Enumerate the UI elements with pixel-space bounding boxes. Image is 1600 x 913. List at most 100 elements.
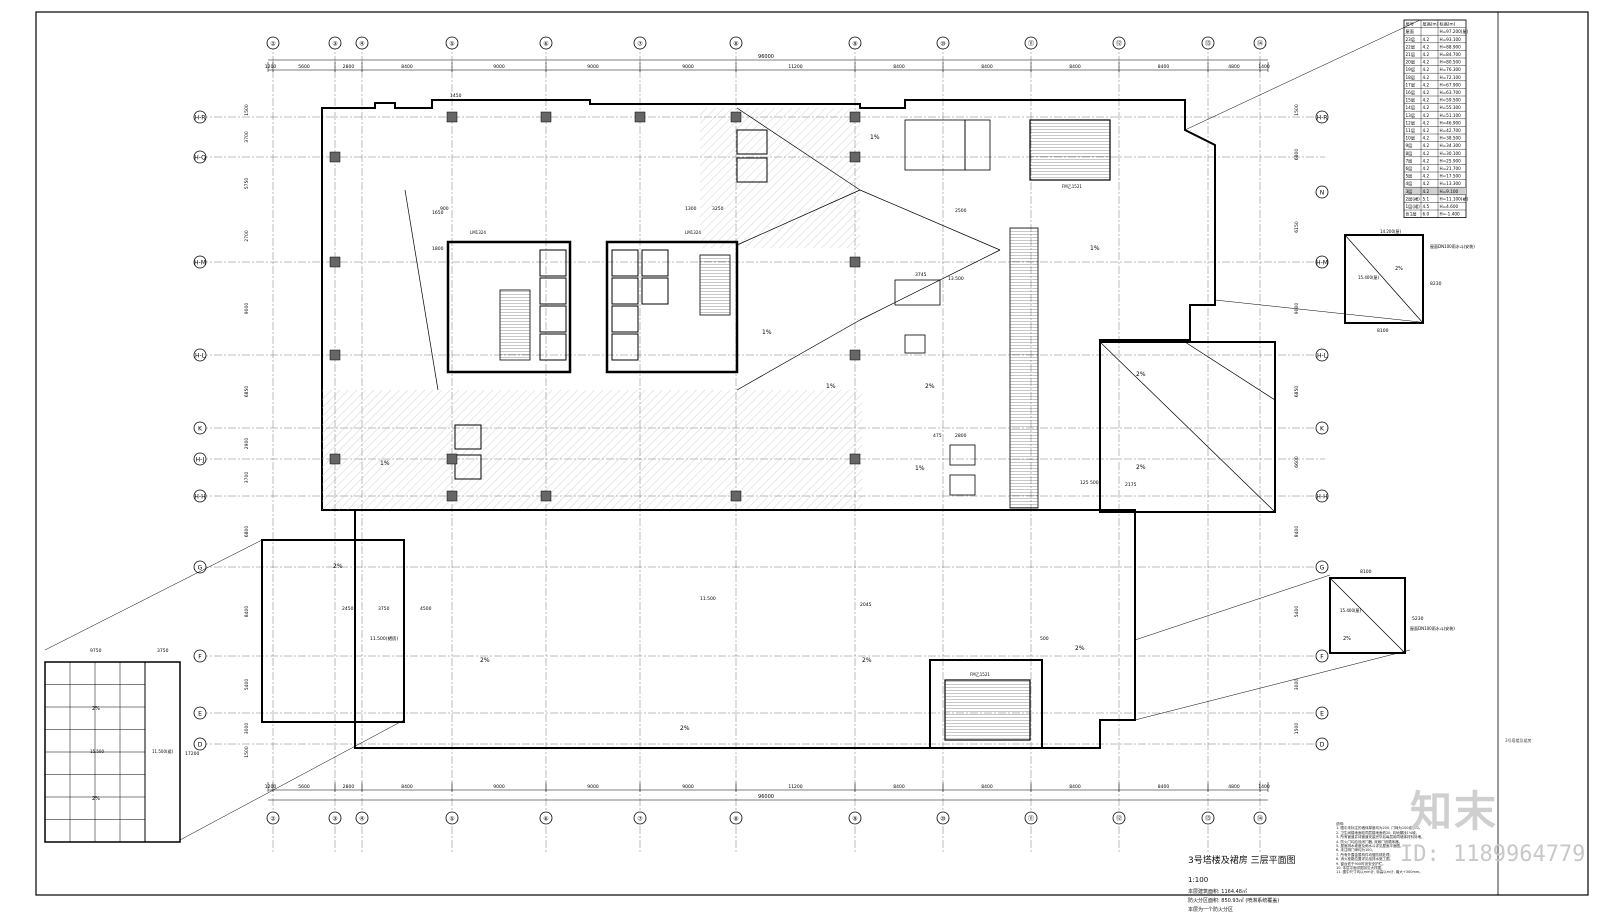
axis-bubble-top: ⑨ (848, 36, 862, 50)
right-rooms (894, 119, 991, 496)
span-dimension: 8400 (981, 784, 993, 790)
axis-bubble-right: K (1315, 421, 1329, 435)
table-cell: 屋面 (1406, 29, 1414, 35)
svg-text:1%: 1% (762, 329, 772, 336)
axis-bubble-bottom: ⑨ (848, 811, 862, 825)
door-label-lm1: LM1324 (470, 230, 486, 235)
table-cell: H=13.300 (1440, 181, 1462, 186)
table-cell: 4.2 (1423, 113, 1430, 118)
table-cell: H=76.300 (1440, 67, 1462, 72)
svg-text:2%: 2% (1136, 464, 1146, 471)
axis-label: H-L (195, 353, 206, 360)
table-cell: H=11.100(裙) (1440, 195, 1469, 202)
table-cell: 4.2 (1423, 174, 1430, 179)
span-dimension: 8400 (1069, 64, 1081, 70)
svg-text:125 500: 125 500 (1080, 480, 1099, 486)
svg-text:1%: 1% (1090, 245, 1100, 252)
svg-text:2500: 2500 (955, 208, 967, 214)
axis-label: ⑧ (733, 816, 738, 823)
overall-dimension-bottom: 96000 (758, 794, 774, 800)
span-dimension: 1500 (1294, 723, 1300, 735)
note-line: 11. 图中尺寸均以mm计, 标高以m计, 最大+300mm。 (1336, 870, 1423, 875)
span-dimension: 2900 (244, 438, 250, 450)
note-line: 8. 消火栓箱位置详见给排水施工图。 (1336, 857, 1393, 862)
axis-bubble-bottom: ④ (355, 811, 369, 825)
watermark-brand: 知末 (1410, 787, 1499, 836)
axis-label: ② (270, 816, 276, 823)
span-dimension: 9000 (587, 64, 599, 70)
axis-bubble-right: H-L (1315, 348, 1329, 362)
axis-bubble-right: H-R (1315, 110, 1329, 124)
table-cell: H=55.300 (1440, 105, 1462, 110)
axis-bubble-left: E (193, 706, 207, 720)
area-line-2: 防火分区面积: 850.93㎡ (喷淋系统覆盖) (1188, 898, 1280, 904)
axis-label: H-Q (194, 155, 206, 162)
span-dimension: 6800 (1294, 149, 1300, 161)
axis-label: ④ (359, 816, 364, 823)
table-cell: 13层 (1406, 113, 1416, 119)
table-cell: H=46.900 (1440, 120, 1462, 125)
column (730, 111, 742, 123)
svg-text:1%: 1% (870, 134, 880, 141)
axis-bubble-top: ⑪ (1024, 36, 1038, 50)
span-dimension: 1400 (1258, 64, 1270, 70)
axis-bubble-top: ⑦ (633, 36, 647, 50)
svg-text:1450: 1450 (450, 93, 462, 99)
svg-text:500: 500 (1040, 636, 1049, 642)
table-cell: 4.2 (1423, 67, 1430, 72)
axis-bubble-top: ⑬ (1201, 36, 1215, 50)
svg-text:2800: 2800 (955, 433, 967, 439)
table-cell: H=97.200(屋) (1440, 29, 1469, 35)
table-cell: H=63.700 (1440, 90, 1462, 95)
span-dimension: 5600 (298, 784, 310, 790)
roof-detail-lower-width: 8100 (1360, 569, 1372, 575)
table-cell: 4.2 (1423, 136, 1430, 141)
table-cell: 5层 (1406, 174, 1413, 180)
span-dimension: 11200 (788, 64, 802, 70)
roof-detail-lower: 2% 15.400(屋) 8100 5230 屋面DN100雨水斗(安装) (1329, 569, 1455, 654)
roof-detail-lower-elev: 15.400(屋) (1340, 607, 1362, 613)
table-cell: 4.2 (1423, 60, 1430, 65)
table-cell: 4.2 (1423, 90, 1430, 95)
svg-text:3750: 3750 (378, 606, 390, 612)
axis-label: ⑭ (1257, 815, 1263, 823)
note-line: 10. 本层平面详图另见大样图。 (1336, 866, 1385, 871)
axis-label: ⑪ (1028, 40, 1034, 48)
stair-label-2: FM乙1521 (970, 671, 990, 677)
table-cell: 4.2 (1423, 82, 1430, 87)
axis-bubble-bottom: ⑩ (936, 811, 950, 825)
axis-label: ③ (332, 41, 337, 48)
table-header-cell: 标高(m) (1440, 21, 1456, 28)
axis-label: H-R (1317, 115, 1328, 122)
left-detail: 9750 3750 2% 2% 15.500 11.500(裙) 17200 (44, 648, 199, 843)
table-cell: H=30.100 (1440, 151, 1462, 156)
axis-bubble-top: ③ (328, 36, 342, 50)
span-dimension: 8400 (401, 784, 413, 790)
plan-dimension-labels: 3745 2800 475 3750 4500 2450 2045 1300 5… (342, 93, 1137, 642)
axis-bubble-right: G (1315, 560, 1329, 574)
svg-text:1800: 1800 (432, 246, 444, 252)
column (849, 111, 861, 123)
table-cell: 5.1 (1423, 196, 1430, 201)
axis-label: H-H (1316, 494, 1327, 501)
note-line: 7. 所有外露金属构件均做防锈处理。 (1336, 852, 1393, 857)
span-dimension: 9000 (587, 784, 599, 790)
span-dimension: 8400 (401, 64, 413, 70)
table-cell: 12层 (1406, 120, 1416, 126)
axis-bubble-right: F (1315, 649, 1329, 663)
span-dimension: 1500 (244, 746, 250, 758)
axis-bubble-bottom: ⑫ (1112, 811, 1126, 825)
drawing-title: 3号塔楼及裙房 三层平面图 (1188, 856, 1296, 866)
note-line: 9. 窗台低于900时设安全护栏。 (1336, 861, 1386, 866)
axis-bubble-top: ⑩ (936, 36, 950, 50)
left-dimension-chain: 1500370057502700900068502900370068008400… (244, 104, 250, 758)
table-cell: H=21.700 (1440, 166, 1462, 171)
axis-bubble-bottom: ⑬ (1201, 811, 1215, 825)
axis-label: ⑭ (1257, 40, 1263, 48)
side-sheet-label: 3号塔楼及裙房 (1505, 738, 1532, 743)
stair-lower-right (944, 679, 1031, 741)
span-dimension: 4800 (1228, 784, 1240, 790)
